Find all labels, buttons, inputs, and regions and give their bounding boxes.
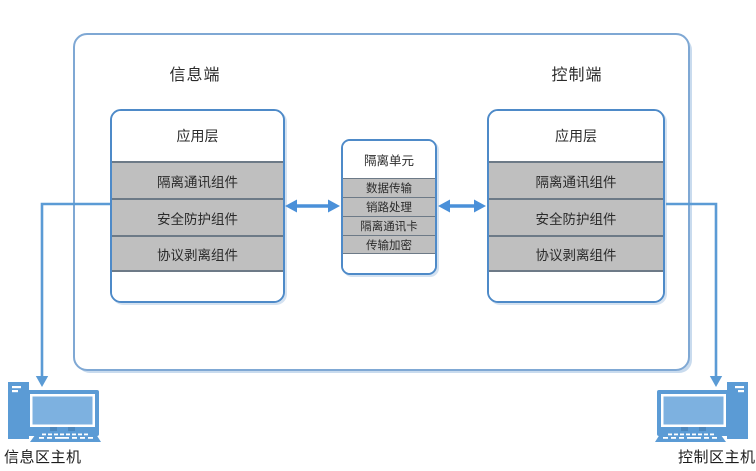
info-box-row-isolation-comm: 隔离通讯组件: [112, 161, 283, 198]
isolation-unit-box: 隔离单元 数据传输 销路处理 隔离通讯卡 传输加密: [341, 139, 437, 275]
isolation-unit-header: 隔离单元: [343, 141, 435, 178]
control-host-label: 控制区主机: [678, 449, 756, 466]
info-box-row-security: 安全防护组件: [112, 198, 283, 235]
control-box-row-isolation-comm: 隔离通讯组件: [489, 161, 663, 198]
info-box-filler: [112, 272, 283, 301]
iso-row-link-processing: 销路处理: [343, 197, 435, 216]
info-app-layer-header: 应用层: [112, 111, 283, 161]
iso-row-isolation-card: 隔离通讯卡: [343, 216, 435, 235]
control-side-title: 控制端: [551, 67, 603, 84]
info-app-layer-box: 应用层 隔离通讯组件 安全防护组件 协议剥离组件: [110, 109, 285, 303]
computer-icon-control: [655, 382, 748, 442]
control-box-row-protocol-strip: 协议剥离组件: [489, 235, 663, 272]
outer-boundary: [73, 33, 690, 371]
info-box-row-protocol-strip: 协议剥离组件: [112, 235, 283, 272]
control-box-row-security: 安全防护组件: [489, 198, 663, 235]
iso-box-filler: [343, 254, 435, 273]
iso-row-transfer-encrypt: 传输加密: [343, 235, 435, 254]
control-app-layer-header: 应用层: [489, 111, 663, 161]
info-host-label: 信息区主机: [4, 449, 82, 466]
computer-icon-info: [8, 382, 101, 442]
control-app-layer-box: 应用层 隔离通讯组件 安全防护组件 协议剥离组件: [487, 109, 665, 303]
iso-row-data-transfer: 数据传输: [343, 178, 435, 197]
control-box-filler: [489, 272, 663, 301]
info-side-title: 信息端: [169, 67, 221, 84]
